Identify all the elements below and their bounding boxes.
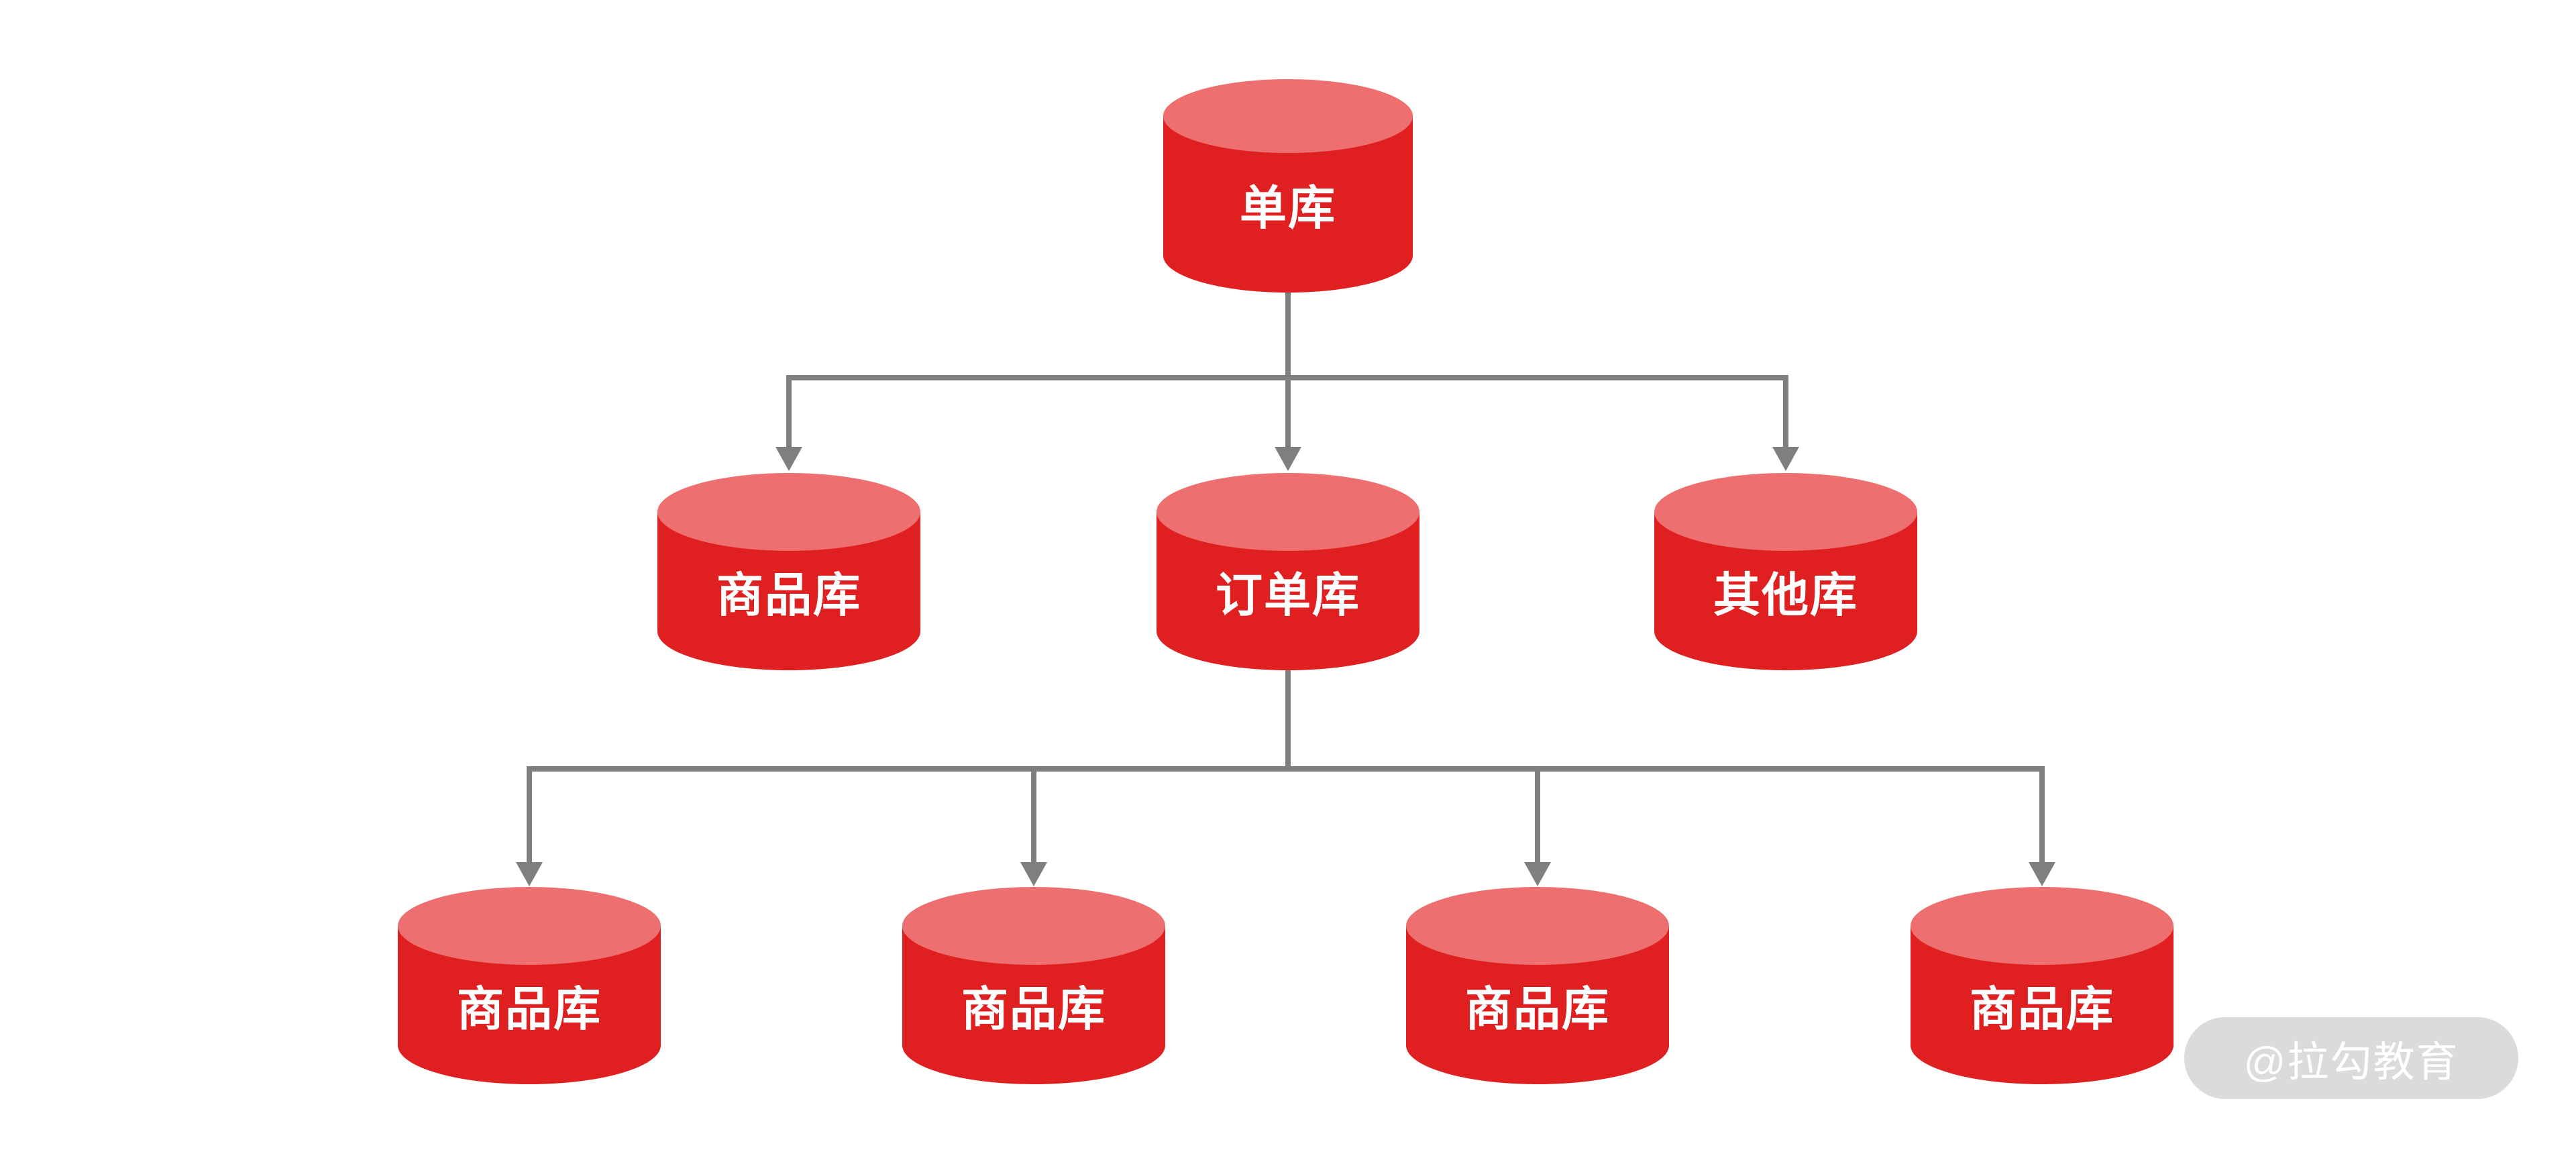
db-label: 商品库	[1465, 982, 1610, 1035]
database-icon	[1911, 887, 2174, 965]
watermark-badge: @拉勾教育	[2184, 1017, 2518, 1099]
database-icon	[1654, 473, 1917, 551]
db-label: 商品库	[716, 568, 861, 621]
db-cylinder-shard-3: 商品库	[1406, 887, 1669, 1084]
db-label: 订单库	[1216, 568, 1360, 621]
db-label: 商品库	[1970, 982, 2114, 1035]
database-icon	[1163, 79, 1413, 153]
database-icon	[1406, 887, 1669, 965]
database-icon	[657, 473, 920, 551]
db-cylinder-shard-2: 商品库	[902, 887, 1165, 1084]
arrow-down-icon	[775, 447, 802, 471]
arrow-down-icon	[516, 862, 543, 886]
database-icon	[398, 887, 661, 965]
arrow-down-icon	[1524, 862, 1551, 886]
database-icon	[902, 887, 1165, 965]
database-icon	[1157, 473, 1419, 551]
db-cylinder-other: 其他库	[1654, 473, 1917, 670]
db-label: 单库	[1240, 182, 1336, 234]
arrow-down-icon	[2029, 862, 2055, 886]
db-cylinder-single: 单库	[1163, 79, 1413, 293]
db-cylinder-order: 订单库	[1157, 473, 1419, 670]
db-label: 商品库	[961, 982, 1106, 1035]
db-label: 其他库	[1713, 568, 1858, 621]
watermark-text: @拉勾教育	[2243, 1039, 2459, 1086]
db-cylinder-shard-4: 商品库	[1911, 887, 2174, 1084]
db-cylinder-product: 商品库	[657, 473, 920, 670]
arrow-down-icon	[1275, 447, 1301, 471]
arrow-down-icon	[1772, 447, 1799, 471]
arrow-down-icon	[1020, 862, 1047, 886]
db-cylinder-shard-1: 商品库	[398, 887, 661, 1084]
db-label: 商品库	[457, 982, 602, 1035]
